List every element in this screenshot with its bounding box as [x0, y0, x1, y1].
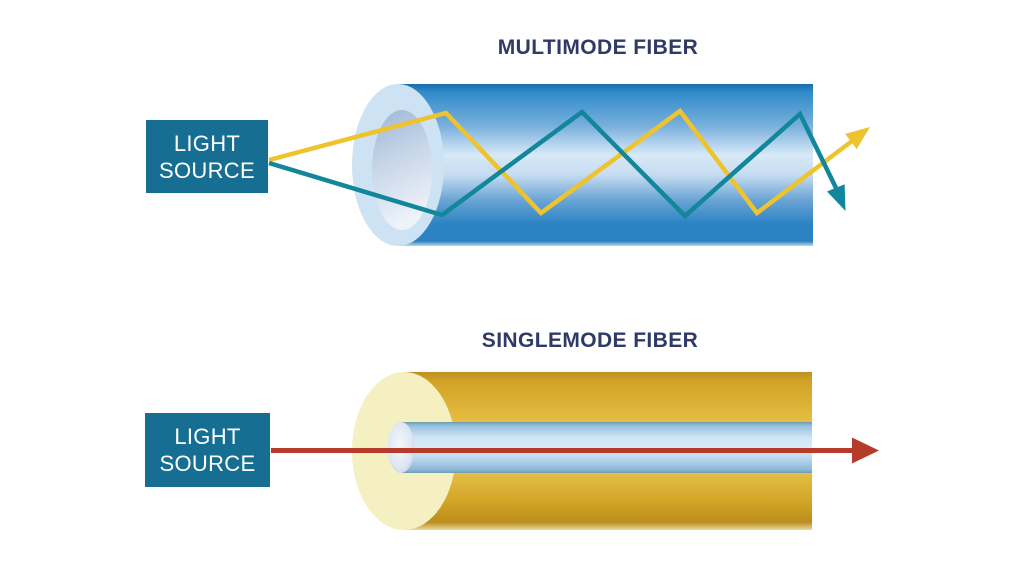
singlemode-title: SINGLEMODE FIBER	[481, 329, 699, 352]
singlemode-fiber	[271, 372, 879, 530]
singlemode-core	[401, 422, 812, 473]
light-source-label-line2: SOURCE	[159, 451, 256, 476]
light-source-label-line2: SOURCE	[159, 157, 255, 183]
multimode-ray-yellow	[268, 107, 854, 217]
multimode-ray-teal	[268, 109, 839, 220]
singlemode-ray-red-arrowhead	[852, 437, 879, 464]
light-source-label-line1: LIGHT	[173, 130, 241, 156]
multimode-ray-yellow-arrowhead	[845, 127, 870, 150]
light-source-label-line1: LIGHT	[174, 424, 241, 449]
singlemode-light-source-box: LIGHT SOURCE	[145, 413, 270, 487]
multimode-light-source-box: LIGHT SOURCE	[146, 120, 268, 193]
multimode-ray-teal-arrowhead	[827, 184, 846, 211]
multimode-fiber	[268, 84, 870, 246]
multimode-title: MULTIMODE FIBER	[497, 36, 699, 59]
singlemode-core-face	[387, 422, 415, 473]
